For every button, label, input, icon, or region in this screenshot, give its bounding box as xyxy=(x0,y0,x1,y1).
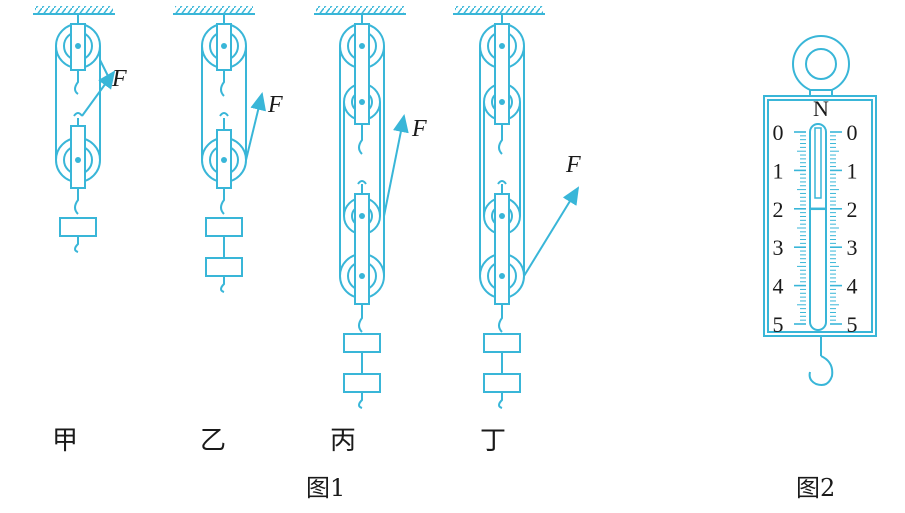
scale-ticks xyxy=(794,131,842,325)
force-arrow xyxy=(81,70,116,117)
weight xyxy=(343,333,381,353)
ceiling xyxy=(175,6,253,14)
fixed-pulley xyxy=(201,23,247,71)
scale-hook xyxy=(808,355,834,386)
scale-label: 3 xyxy=(773,235,784,260)
scale-label: 0 xyxy=(773,120,784,145)
scale-label: 1 xyxy=(847,158,858,183)
weight xyxy=(483,333,521,353)
scale-label: 0 xyxy=(847,120,858,145)
setup-label-bing: 丙 xyxy=(330,426,357,456)
scale-label: 2 xyxy=(847,197,858,222)
fixed-pulley-block xyxy=(339,23,385,125)
movable-pulley xyxy=(55,125,101,189)
scale-labels-right: 0 1 2 3 4 5 xyxy=(847,120,858,337)
movable-pulley xyxy=(201,129,247,189)
movable-pulley-block xyxy=(479,193,525,305)
figure1-caption: 图1 xyxy=(306,474,346,502)
scale-ring xyxy=(792,35,850,93)
setup-jia xyxy=(33,6,116,253)
scale-label: 4 xyxy=(773,274,784,299)
force-label-yi: F xyxy=(267,92,283,118)
weight xyxy=(483,373,521,393)
weight xyxy=(59,217,97,237)
weight xyxy=(205,257,243,277)
force-arrow xyxy=(245,92,267,161)
scale-tube xyxy=(809,123,827,331)
ceiling xyxy=(316,6,404,14)
ceiling xyxy=(455,6,543,14)
scale-label: 5 xyxy=(773,312,784,337)
figure2-caption: 图2 xyxy=(796,474,836,502)
fixed-pulley-block xyxy=(479,23,525,125)
scale-label: 2 xyxy=(773,197,784,222)
weight xyxy=(343,373,381,393)
fixed-pulley xyxy=(55,23,101,71)
scale-label: 3 xyxy=(847,235,858,260)
force-label-jia: F xyxy=(111,66,127,92)
movable-pulley-block xyxy=(339,193,385,305)
force-label-bing: F xyxy=(411,116,427,142)
setup-ding xyxy=(453,6,580,409)
spring-scale: N 0 1 2 3 4 5 0 1 2 3 4 5 xyxy=(763,35,877,386)
force-label-ding: F xyxy=(565,152,581,178)
force-arrow xyxy=(523,186,580,277)
hook xyxy=(74,70,79,95)
setup-label-ding: 丁 xyxy=(480,426,507,456)
setup-yi xyxy=(173,6,267,293)
weight xyxy=(205,217,243,237)
scale-unit: N xyxy=(813,96,829,121)
ceiling xyxy=(35,6,113,14)
scale-label: 1 xyxy=(773,158,784,183)
scale-label: 4 xyxy=(847,274,858,299)
scale-label: 5 xyxy=(847,312,858,337)
setup-label-yi: 乙 xyxy=(200,426,227,456)
setup-bing xyxy=(314,6,409,409)
setup-label-jia: 甲 xyxy=(52,426,79,456)
scale-labels-left: 0 1 2 3 4 5 xyxy=(773,120,784,337)
force-arrow xyxy=(383,114,409,217)
